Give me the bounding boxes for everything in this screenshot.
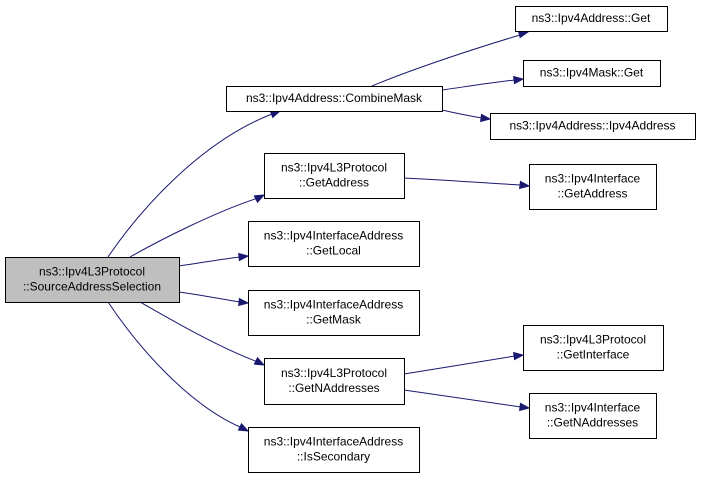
node-ifaddr-getlocal[interactable]: ns3::Ipv4InterfaceAddress::GetLocal bbox=[248, 221, 420, 267]
node-combinemask[interactable]: ns3::Ipv4Address::CombineMask bbox=[226, 86, 443, 112]
node-label-line: ns3::Ipv4InterfaceAddress bbox=[264, 229, 403, 243]
edge-line bbox=[403, 177, 522, 186]
node-label-line: ::IsSecondary bbox=[297, 450, 370, 464]
node-label-line: ns3::Ipv4L3Protocol bbox=[39, 265, 145, 279]
edge-root-to-ifaddr-issecondary bbox=[107, 301, 250, 432]
node-box bbox=[515, 6, 668, 32]
edge-combinemask-to-addr-ctor bbox=[441, 109, 492, 123]
node-label-line: ::SourceAddressSelection bbox=[23, 280, 161, 294]
edge-line bbox=[178, 291, 241, 303]
arrowhead-icon bbox=[238, 252, 250, 262]
node-iface-getnaddresses[interactable]: ns3::Ipv4Interface::GetNAddresses bbox=[529, 393, 657, 439]
node-iface-getaddress[interactable]: ns3::Ipv4Interface::GetAddress bbox=[529, 164, 657, 210]
edge-line bbox=[129, 197, 259, 258]
arrowhead-icon bbox=[513, 351, 525, 361]
arrowhead-icon bbox=[480, 113, 492, 123]
node-box bbox=[529, 164, 657, 210]
node-label-line: ::GetMask bbox=[306, 313, 362, 327]
node-label-line: ns3::Ipv4L3Protocol bbox=[281, 161, 387, 175]
node-l3-getinterface[interactable]: ns3::Ipv4L3Protocol::GetInterface bbox=[523, 325, 664, 371]
node-label-line: ::GetNAddresses bbox=[547, 416, 638, 430]
edge-line bbox=[178, 256, 241, 267]
node-label-line: ns3::Ipv4Mask::Get bbox=[540, 66, 644, 80]
edge-l3-getnaddresses-to-l3-getinterface bbox=[403, 351, 525, 375]
node-label-line: ns3::Ipv4L3Protocol bbox=[540, 333, 646, 347]
node-box bbox=[490, 113, 696, 140]
node-addr-ctor[interactable]: ns3::Ipv4Address::Ipv4Address bbox=[490, 113, 696, 140]
node-label-line: ns3::Ipv4Interface bbox=[545, 172, 641, 186]
edge-line bbox=[441, 109, 483, 119]
node-label-line: ::GetAddress bbox=[557, 187, 627, 201]
arrowhead-icon bbox=[253, 194, 266, 204]
node-label-line: ns3::Ipv4Address::Ipv4Address bbox=[509, 119, 675, 133]
edge-l3-getnaddresses-to-iface-getnaddresses bbox=[403, 389, 531, 412]
edge-combinemask-to-addr-get bbox=[371, 30, 530, 87]
node-l3-getaddress[interactable]: ns3::Ipv4L3Protocol::GetAddress bbox=[264, 153, 405, 199]
arrowhead-icon bbox=[237, 422, 250, 432]
node-box bbox=[226, 86, 443, 112]
arrowhead-icon bbox=[519, 180, 531, 190]
edge-line bbox=[371, 34, 521, 87]
arrowhead-icon bbox=[513, 75, 525, 85]
node-box bbox=[264, 358, 405, 405]
node-root[interactable]: ns3::Ipv4L3Protocol::SourceAddressSelect… bbox=[5, 257, 180, 303]
node-box bbox=[523, 60, 661, 87]
node-mask-get[interactable]: ns3::Ipv4Mask::Get bbox=[523, 60, 661, 87]
node-label-line: ::GetLocal bbox=[306, 244, 361, 258]
edges-layer bbox=[107, 30, 531, 432]
node-box bbox=[523, 325, 664, 371]
node-label-line: ::GetAddress bbox=[299, 176, 369, 190]
node-addr-get[interactable]: ns3::Ipv4Address::Get bbox=[515, 6, 668, 32]
node-label-line: ns3::Ipv4InterfaceAddress bbox=[264, 298, 403, 312]
edge-line bbox=[403, 389, 522, 408]
node-label-line: ns3::Ipv4Address::Get bbox=[532, 11, 651, 25]
node-box bbox=[248, 427, 420, 473]
arrowhead-icon bbox=[253, 356, 266, 366]
edge-root-to-l3-getaddress bbox=[129, 194, 266, 258]
edge-line bbox=[441, 79, 516, 91]
node-ifaddr-getmask[interactable]: ns3::Ipv4InterfaceAddress::GetMask bbox=[248, 290, 420, 336]
edge-line bbox=[107, 301, 241, 428]
edge-line bbox=[107, 113, 273, 258]
node-label-line: ::GetNAddresses bbox=[288, 381, 379, 395]
node-box bbox=[5, 257, 180, 303]
node-label-line: ns3::Ipv4Interface bbox=[545, 401, 641, 415]
edge-line bbox=[403, 355, 516, 375]
edge-root-to-ifaddr-getmask bbox=[178, 291, 250, 307]
node-label-line: ns3::Ipv4InterfaceAddress bbox=[264, 435, 403, 449]
node-ifaddr-issecondary[interactable]: ns3::Ipv4InterfaceAddress::IsSecondary bbox=[248, 427, 420, 473]
node-l3-getnaddresses[interactable]: ns3::Ipv4L3Protocol::GetNAddresses bbox=[264, 358, 405, 405]
edge-root-to-ifaddr-getlocal bbox=[178, 252, 250, 267]
node-box bbox=[248, 221, 420, 267]
node-box bbox=[248, 290, 420, 336]
node-label-line: ns3::Ipv4Address::CombineMask bbox=[246, 91, 423, 105]
edge-root-to-l3-getnaddresses bbox=[139, 301, 266, 366]
node-box bbox=[529, 393, 657, 439]
edge-l3-getaddress-to-iface-getaddress bbox=[403, 177, 531, 190]
node-label-line: ns3::Ipv4L3Protocol bbox=[281, 366, 387, 380]
arrowhead-icon bbox=[519, 402, 531, 412]
node-box bbox=[264, 153, 405, 199]
edge-combinemask-to-mask-get bbox=[441, 75, 525, 91]
node-label-line: ::GetInterface bbox=[557, 348, 630, 362]
arrowhead-icon bbox=[238, 297, 250, 307]
nodes-layer: ns3::Ipv4L3Protocol::SourceAddressSelect… bbox=[5, 6, 696, 473]
edge-line bbox=[139, 301, 259, 363]
